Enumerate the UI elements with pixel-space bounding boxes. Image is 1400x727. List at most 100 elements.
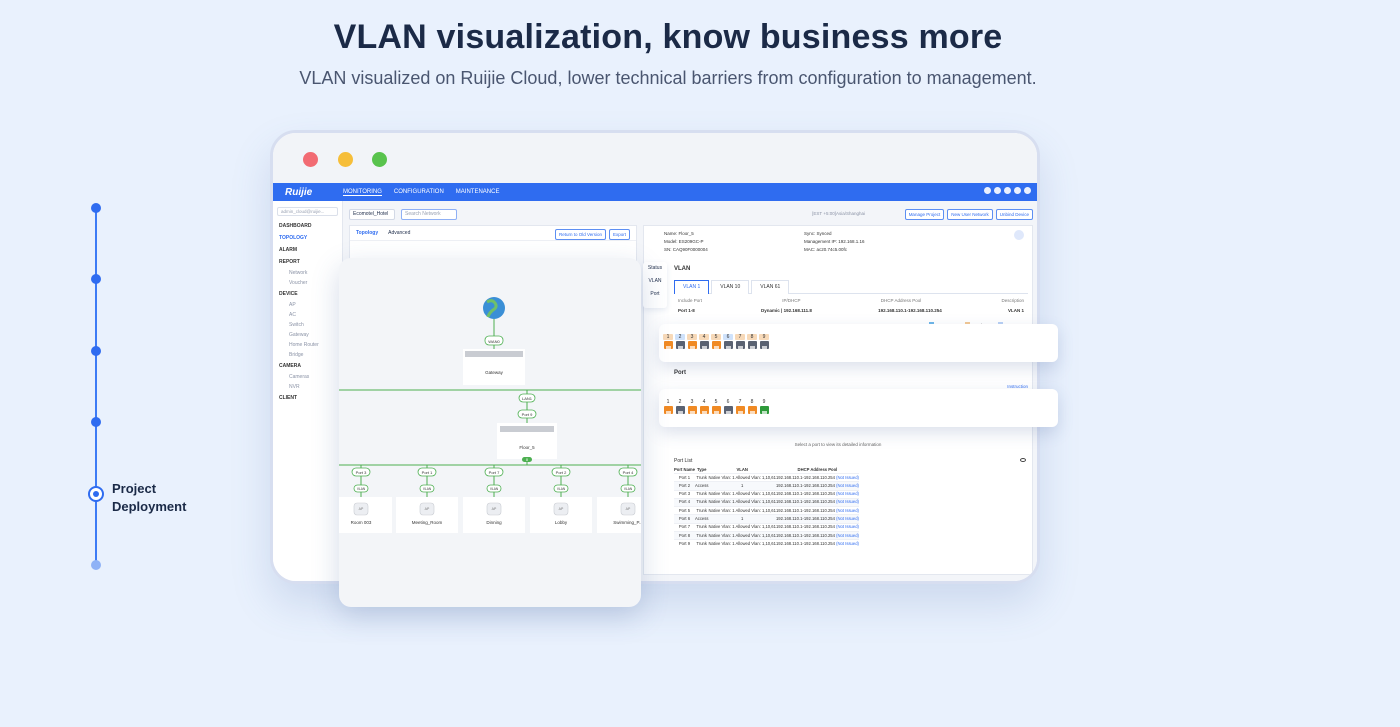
sidebar-item-dashboard[interactable]: DASHBOARD: [279, 223, 312, 229]
network-search-input[interactable]: Search Network: [401, 209, 457, 220]
return-old-version-button[interactable]: Return to Old Version: [554, 229, 606, 240]
more-options-icon[interactable]: [1014, 230, 1024, 240]
tab-vlan[interactable]: VLAN: [648, 278, 662, 284]
tab-vlan-10[interactable]: VLAN 10: [711, 280, 750, 294]
minimize-window-button[interactable]: [338, 152, 353, 167]
vlan-port-7[interactable]: 7: [735, 334, 745, 349]
not-issued-link[interactable]: (Not Issued): [836, 515, 859, 521]
timeline-step-active[interactable]: [88, 486, 104, 502]
sidebar-item-client[interactable]: CLIENT: [279, 395, 298, 401]
vlan-port-4[interactable]: 4: [699, 334, 709, 349]
switch-port-6[interactable]: 6: [723, 399, 733, 414]
tab-topology[interactable]: Topology: [356, 230, 379, 236]
manage-project-button[interactable]: Manage Project: [904, 209, 945, 220]
settings-icon[interactable]: [994, 187, 1001, 194]
access-point-icon: [620, 502, 636, 516]
vlan-port-5[interactable]: 5: [711, 334, 721, 349]
maximize-window-button[interactable]: [372, 152, 387, 167]
tab-status[interactable]: Status: [647, 265, 663, 271]
nav-maintenance[interactable]: MAINTENANCE: [455, 189, 500, 195]
tab-vlan-1[interactable]: VLAN 1: [674, 280, 710, 294]
vlan-port-1[interactable]: 1: [663, 334, 673, 349]
sidebar-item-camera[interactable]: CAMERA: [279, 363, 301, 369]
eye-icon[interactable]: [1020, 458, 1026, 462]
sidebar-sub-ac[interactable]: AC: [289, 312, 296, 318]
sidebar-item-report[interactable]: REPORT: [279, 259, 300, 265]
vlan-port-6[interactable]: 6: [723, 334, 733, 349]
user-icon[interactable]: [1024, 187, 1031, 194]
switch-port-3[interactable]: 3: [687, 399, 697, 414]
vlan-port-2[interactable]: 2: [675, 334, 685, 349]
not-issued-link[interactable]: (Not Issued): [836, 532, 859, 538]
device-name: Name: Floor_5: [664, 231, 694, 236]
not-issued-link[interactable]: (Not Issued): [836, 507, 859, 513]
sidebar-sub-home-router[interactable]: Home Router: [289, 342, 319, 348]
switch-port-4[interactable]: 4: [699, 399, 709, 414]
switch-port-5[interactable]: 5: [711, 399, 721, 414]
message-icon[interactable]: [984, 187, 991, 194]
not-issued-link[interactable]: (Not Issued): [836, 499, 859, 505]
sidebar-item-topology[interactable]: TOPOLOGY: [279, 235, 308, 241]
tab-advanced[interactable]: Advanced: [388, 230, 411, 236]
switch-label: Floor_5: [519, 445, 535, 450]
sidebar-sub-gateway[interactable]: Gateway: [289, 332, 309, 338]
switch-port-1[interactable]: 1: [663, 399, 673, 414]
timeline-step-6[interactable]: [91, 560, 101, 570]
sidebar-sub-bridge[interactable]: Bridge: [289, 352, 304, 358]
sidebar-sub-network[interactable]: Network: [289, 270, 308, 276]
not-issued-link[interactable]: (Not Issued): [836, 474, 859, 480]
instruction-link[interactable]: Instruction: [1007, 384, 1028, 389]
sidebar-item-alarm[interactable]: ALARM: [279, 247, 298, 253]
cell-dhcp-pool: 192.168.110.1-192.168.110.254 (Not Issue…: [775, 497, 859, 507]
language-icon[interactable]: [1014, 187, 1021, 194]
nav-icon-group: [984, 187, 1031, 194]
tab-vlan-61[interactable]: VLAN 61: [751, 280, 790, 294]
access-point-icon: [486, 502, 502, 516]
timeline-active-label[interactable]: Project Deployment: [112, 480, 186, 516]
sidebar-search[interactable]: admin_cloud@ruijie...: [277, 207, 338, 216]
not-issued-link[interactable]: (Not Issued): [836, 540, 859, 546]
switch-port-9[interactable]: 9: [759, 399, 769, 414]
vlan-port-9[interactable]: 9: [759, 334, 769, 349]
sidebar-sub-voucher[interactable]: Voucher: [289, 280, 308, 286]
timeline-step-1[interactable]: [91, 203, 101, 213]
unbind-device-button[interactable]: Unbind Device: [995, 209, 1033, 220]
timeline-step-3[interactable]: [91, 346, 101, 356]
vlan-port-8[interactable]: 8: [747, 334, 757, 349]
timeline-step-4[interactable]: [91, 417, 101, 427]
sidebar-sub-ap[interactable]: AP: [289, 302, 296, 308]
close-window-button[interactable]: [303, 152, 318, 167]
nav-configuration[interactable]: CONFIGURATION: [393, 189, 444, 195]
sidebar-sub-nvr[interactable]: NVR: [289, 384, 300, 390]
cell-type: Trunk: [694, 506, 709, 515]
switch-port-7[interactable]: 7: [735, 399, 745, 414]
port-number: 5: [711, 334, 721, 340]
not-issued-link[interactable]: (Not Issued): [836, 482, 859, 488]
sidebar-sub-switch[interactable]: Switch: [289, 322, 304, 328]
vlan-port-3[interactable]: 3: [687, 334, 697, 349]
sidebar-sub-cameras[interactable]: Cameras: [289, 374, 310, 380]
not-issued-link[interactable]: (Not Issued): [836, 524, 859, 530]
new-user-network-button[interactable]: New User Network: [947, 209, 993, 220]
not-issued-link[interactable]: (Not Issued): [836, 491, 859, 497]
nav-monitoring[interactable]: MONITORING: [343, 188, 382, 196]
switch-port-2[interactable]: 2: [675, 399, 685, 414]
tab-port[interactable]: Port: [650, 291, 660, 297]
export-button[interactable]: Export: [608, 229, 630, 240]
help-icon[interactable]: [1004, 187, 1011, 194]
switch-port-8[interactable]: 8: [747, 399, 757, 414]
port-number: 4: [699, 334, 709, 340]
timeline-step-2[interactable]: [91, 274, 101, 284]
sidebar-item-device[interactable]: DEVICE: [279, 291, 298, 297]
port-number: 5: [714, 399, 718, 405]
project-select[interactable]: Ecomotel_Hotel: [349, 209, 395, 220]
